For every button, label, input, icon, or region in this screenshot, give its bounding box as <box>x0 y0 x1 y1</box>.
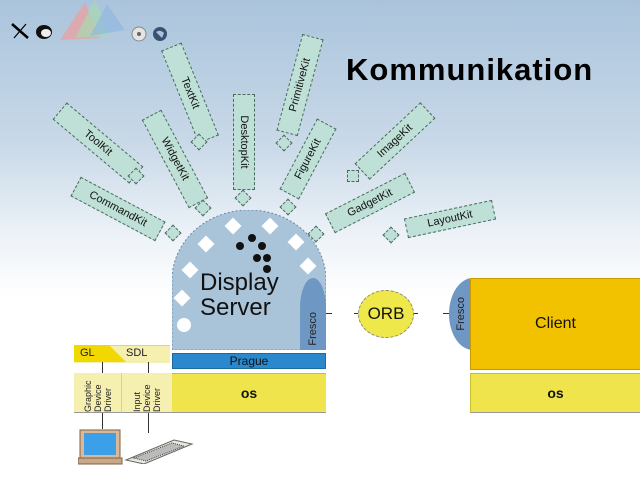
sdl-label: SDL <box>126 347 148 359</box>
connector-icon <box>347 170 359 182</box>
prism-logo-icon <box>55 0 130 42</box>
client-label: Client <box>535 315 576 332</box>
monitor-icon <box>77 428 124 466</box>
graphic-driver-label: Graphic Device Driver <box>82 379 113 412</box>
gl-label: GL <box>80 347 95 359</box>
connector-icon <box>382 226 400 244</box>
kit-label: GadgetKit <box>345 186 395 220</box>
fish-icon <box>35 24 53 40</box>
cd-icon <box>131 26 147 42</box>
connector-line <box>148 413 149 433</box>
prague-label: Prague <box>229 354 269 368</box>
display-label: Display <box>200 269 279 296</box>
keyboard-icon <box>124 438 194 465</box>
fresco-label: Fresco <box>306 312 319 346</box>
kit-label: LayoutKit <box>426 208 474 230</box>
os-label: os <box>547 385 564 401</box>
os-label: os <box>240 385 258 401</box>
graphic-device-driver: Graphic Device Driver <box>74 373 122 413</box>
kit-label: WidgetKit <box>158 135 192 183</box>
server-fresco: Fresco <box>300 278 326 350</box>
client-box: Client <box>470 278 640 370</box>
kit-label: FigureKit <box>292 136 324 182</box>
kit-layoutkit: LayoutKit <box>403 199 497 239</box>
server-os-layer: os <box>172 373 326 413</box>
kit-commandkit: CommandKit <box>70 176 166 242</box>
display-server-label: Display Server <box>200 270 279 320</box>
kit-label: CommandKit <box>87 188 149 230</box>
display-server-shape <box>171 209 327 351</box>
connector-line <box>148 362 149 373</box>
kit-gadgetkit: GadgetKit <box>324 172 416 234</box>
prague-layer: Prague <box>172 353 326 369</box>
connector-line <box>443 313 449 314</box>
page-title: Kommunikation <box>346 52 594 87</box>
connector-line <box>102 362 103 373</box>
fresco-label: Fresco <box>454 297 467 331</box>
kit-label: PrimitiveKit <box>287 56 313 114</box>
kit-label: ToolKit <box>81 127 115 159</box>
kit-label: TextKit <box>178 75 202 111</box>
kit-desktopkit: DesktopKit <box>233 94 255 190</box>
globe-icon <box>152 26 168 42</box>
connector-line <box>354 313 360 314</box>
client-os-layer: os <box>470 373 640 413</box>
server-label: Server <box>200 294 271 321</box>
kit-label: DesktopKit <box>238 115 250 169</box>
connector-icon <box>234 189 252 207</box>
gl-layer <box>74 345 126 362</box>
input-driver-label: Input Device Driver <box>132 383 162 412</box>
input-device-driver: Input Device Driver <box>122 373 172 413</box>
connector-icon <box>275 134 293 152</box>
kit-label: ImageKit <box>375 121 415 161</box>
connector-line <box>102 413 103 429</box>
orb-node: ORB <box>358 290 414 338</box>
display-server <box>171 209 327 351</box>
orb-label: ORB <box>367 304 405 323</box>
connector-line <box>412 313 418 314</box>
kit-imagekit: ImageKit <box>354 102 436 180</box>
x-logo-icon <box>10 22 30 40</box>
kit-toolkit: ToolKit <box>52 102 144 184</box>
connector-line <box>326 313 332 314</box>
